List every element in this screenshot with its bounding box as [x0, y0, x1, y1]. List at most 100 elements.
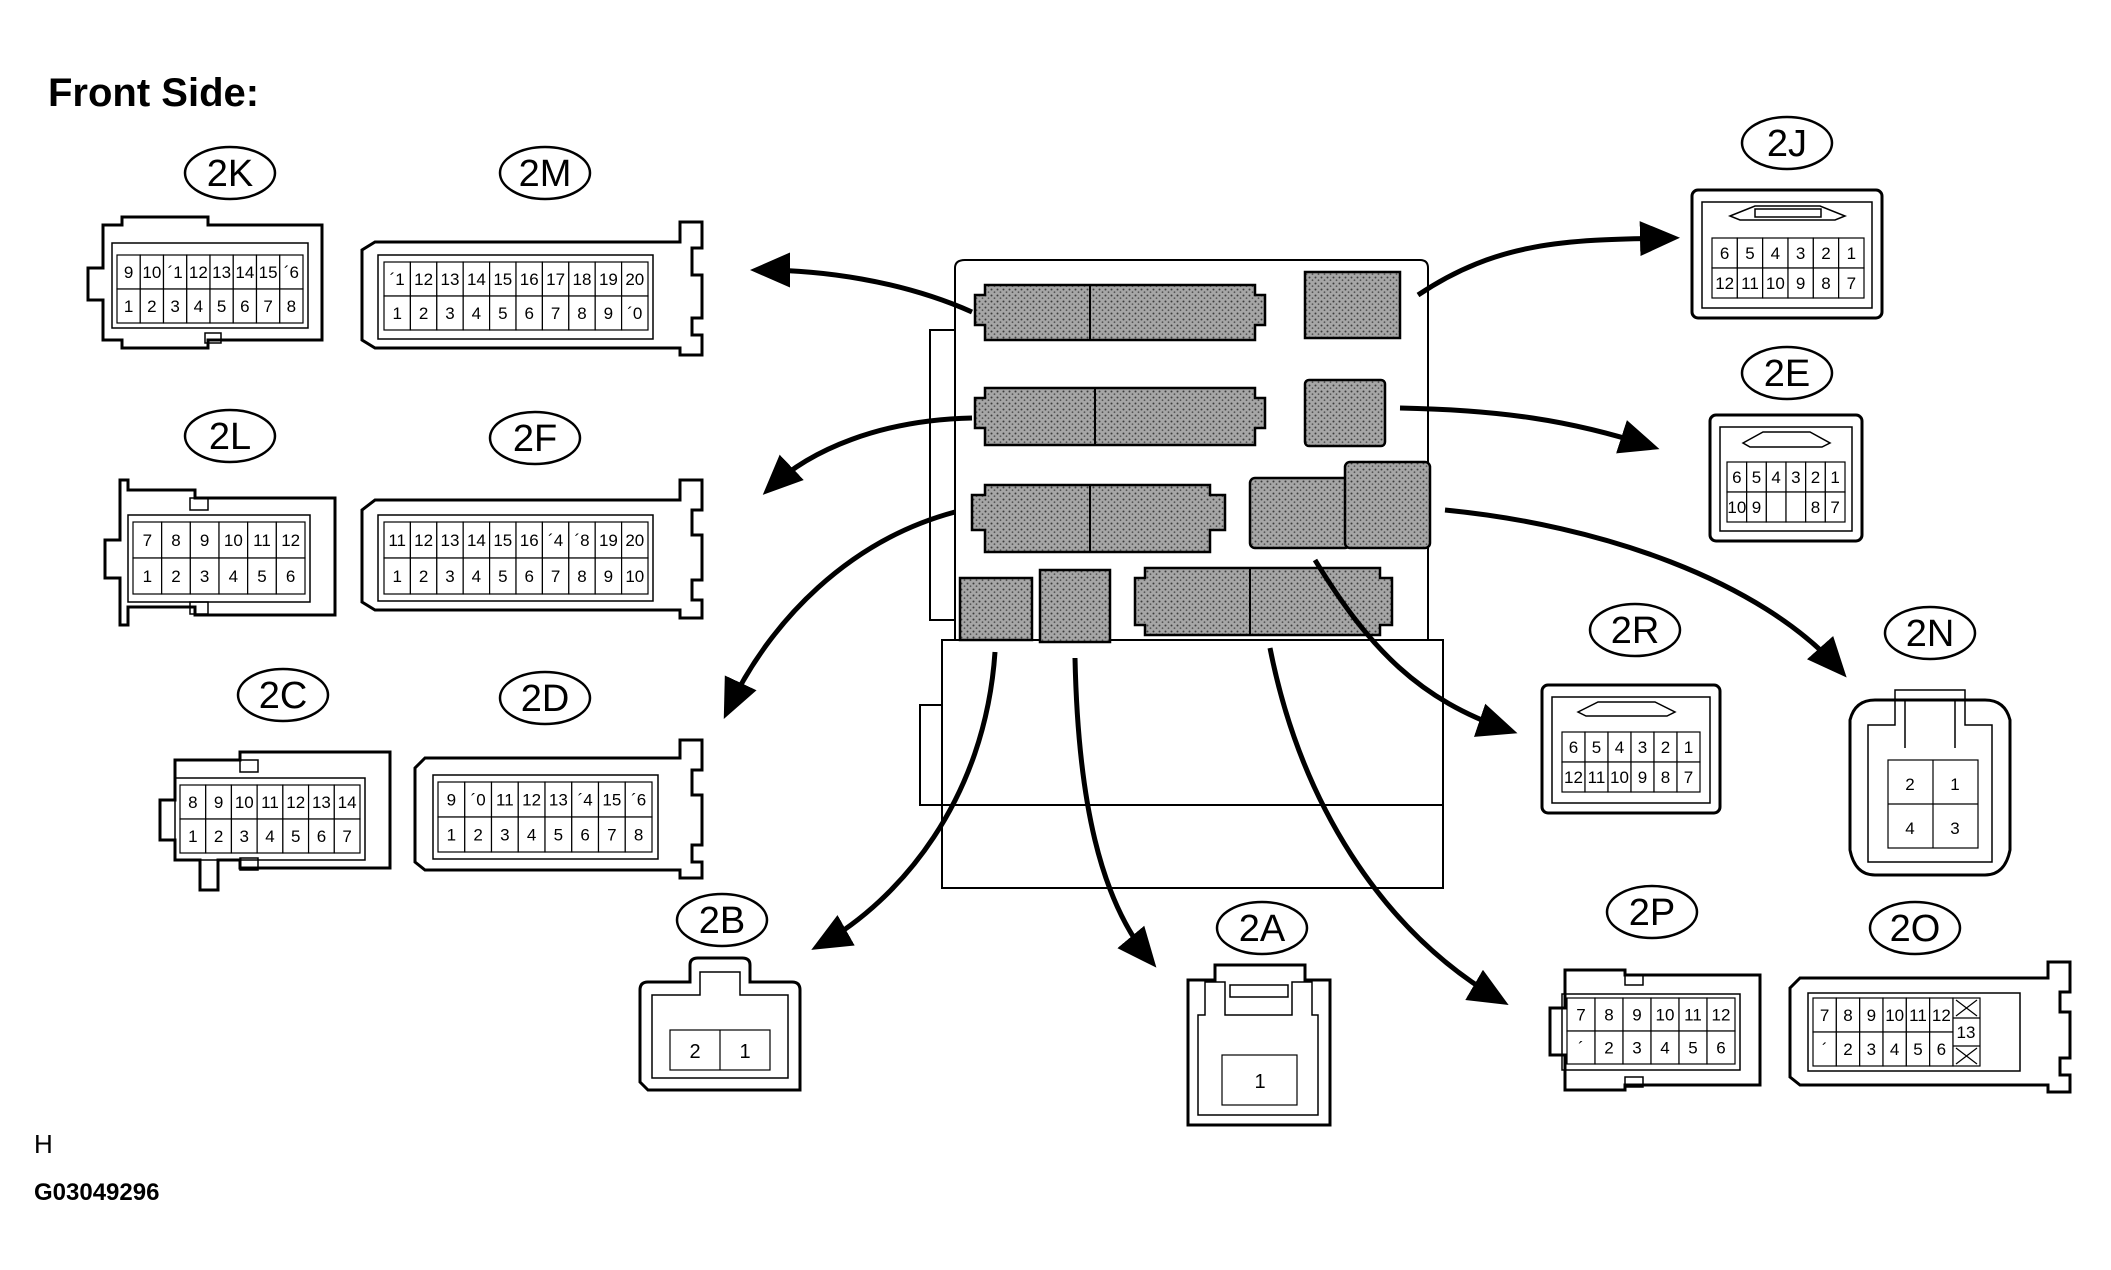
pin-2M-bottom-3: 4 [472, 304, 481, 323]
pin-2O-top-0: 7 [1820, 1006, 1829, 1025]
pin-2M-bottom-4: 5 [498, 304, 507, 323]
pin-cell-2C [179, 818, 207, 854]
pin-cell-2F [620, 557, 649, 595]
pin-2O-bottom-3: 4 [1890, 1040, 1899, 1059]
pin-2N-3: 3 [1950, 819, 1959, 838]
pin-cell-2D [571, 816, 600, 853]
pin-cell-2C [282, 784, 310, 820]
pin-cell-2C [205, 818, 233, 854]
pin-cell-2M [436, 295, 464, 331]
pin-2K-top-0: 9 [124, 263, 133, 282]
pin-cell-2C [307, 784, 335, 820]
pin-2M-bottom-9: ´0 [627, 304, 642, 323]
pin-2L-top-1: 8 [171, 531, 180, 550]
pin-cell-2D [464, 816, 493, 853]
pin-cell-2J [1838, 237, 1865, 269]
pin-2F-top-7: ´8 [574, 531, 589, 550]
pin-2F-top-1: 12 [414, 531, 433, 550]
label-2M: 2M [519, 153, 572, 195]
pin-2C-bottom-3: 4 [265, 827, 274, 846]
pin-2M-top-4: 15 [493, 270, 512, 289]
pin-cell-2L [247, 521, 277, 559]
pin-cell-2M [383, 261, 411, 297]
pin-2M-top-6: 17 [546, 270, 565, 289]
pin-2R-top-2: 4 [1615, 738, 1624, 757]
pin-cell-2P [1706, 1030, 1736, 1065]
pin-2C-top-0: 8 [188, 793, 197, 812]
pin-2F-bottom-1: 2 [419, 567, 428, 586]
pin-2D-top-3: 12 [522, 791, 541, 810]
label-2P: 2P [1629, 892, 1675, 934]
pin-2E-bottom-0: 10 [1727, 498, 1746, 517]
pin-cell-2F [409, 557, 438, 595]
pin-2K-top-7: ´6 [284, 263, 299, 282]
pin-2M-bottom-6: 7 [551, 304, 560, 323]
pin-cell-2J [1812, 267, 1840, 299]
label-2O: 2O [1890, 908, 1941, 950]
label-2L: 2L [209, 416, 251, 458]
label-2R: 2R [1611, 610, 1660, 652]
pin-cell-2K [279, 288, 304, 324]
pin-2O-bottom-0: ´ [1822, 1040, 1828, 1059]
pin-2C-top-4: 12 [286, 793, 305, 812]
pin-2P-bottom-5: 6 [1716, 1039, 1725, 1058]
pin-2K-bottom-3: 4 [194, 297, 203, 316]
pin-2D-top-1: ´0 [471, 791, 486, 810]
pin-2M-bottom-0: 1 [392, 304, 401, 323]
pin-2R-bottom-4: 8 [1661, 768, 1670, 787]
pin-cell-2E [1785, 491, 1807, 523]
pin-cell-2F [489, 521, 517, 559]
pin-cell-2L [275, 557, 306, 595]
pin-cell-2J [1787, 237, 1814, 269]
pin-2K-top-6: 15 [259, 263, 278, 282]
pin-2J-top-1: 5 [1745, 244, 1754, 263]
pin-2M-top-7: 18 [573, 270, 592, 289]
pin-2N-0: 2 [1905, 775, 1914, 794]
pin-2F-bottom-4: 5 [498, 567, 507, 586]
pin-2L-bottom-0: 1 [143, 567, 152, 586]
pin-2F-bottom-5: 6 [524, 567, 533, 586]
pin-2B-1: 1 [739, 1041, 750, 1063]
connector-2B: 2 1 [638, 956, 802, 1092]
pin-2N-1: 1 [1950, 775, 1959, 794]
pin-2D-top-5: ´4 [578, 791, 593, 810]
pin-2F-bottom-9: 10 [625, 567, 644, 586]
pin-cell-2F [462, 557, 491, 595]
pin-2E-top-1: 5 [1752, 468, 1761, 487]
pin-2F-bottom-7: 8 [577, 567, 586, 586]
pin-2L-bottom-3: 4 [229, 567, 238, 586]
pin-cell-2D [517, 781, 546, 818]
pin-2D-top-7: ´6 [631, 791, 646, 810]
pin-cell-2J [1838, 267, 1865, 299]
pin-2R-top-5: 1 [1684, 738, 1693, 757]
pin-2R-bottom-3: 9 [1638, 768, 1647, 787]
pin-2F-bottom-3: 4 [472, 567, 481, 586]
pin-cell-2M [436, 261, 464, 297]
pin-2C-bottom-0: 1 [188, 827, 197, 846]
pin-2R-top-4: 2 [1661, 738, 1670, 757]
pin-2O-bottom-5: 6 [1937, 1040, 1946, 1059]
label-2J: 2J [1767, 123, 1807, 165]
pin-cell-2D [544, 781, 573, 818]
pin-2M-bottom-2: 3 [445, 304, 454, 323]
pin-cell-2J [1787, 267, 1814, 299]
pin-2L-top-3: 10 [224, 531, 243, 550]
pin-2E-bottom-5: 7 [1830, 498, 1839, 517]
pin-2P-bottom-1: 2 [1604, 1039, 1613, 1058]
pin-2M-top-3: 14 [467, 270, 486, 289]
pin-2R-bottom-2: 10 [1610, 768, 1629, 787]
pin-2O-side: 13 [1957, 1023, 1976, 1042]
pin-2D-bottom-6: 7 [607, 826, 616, 845]
pin-2J-top-5: 1 [1847, 244, 1856, 263]
pin-cell-2F [515, 557, 543, 595]
pin-cell-2D [597, 781, 626, 818]
label-2E: 2E [1764, 353, 1810, 395]
pin-2R-top-0: 6 [1569, 738, 1578, 757]
